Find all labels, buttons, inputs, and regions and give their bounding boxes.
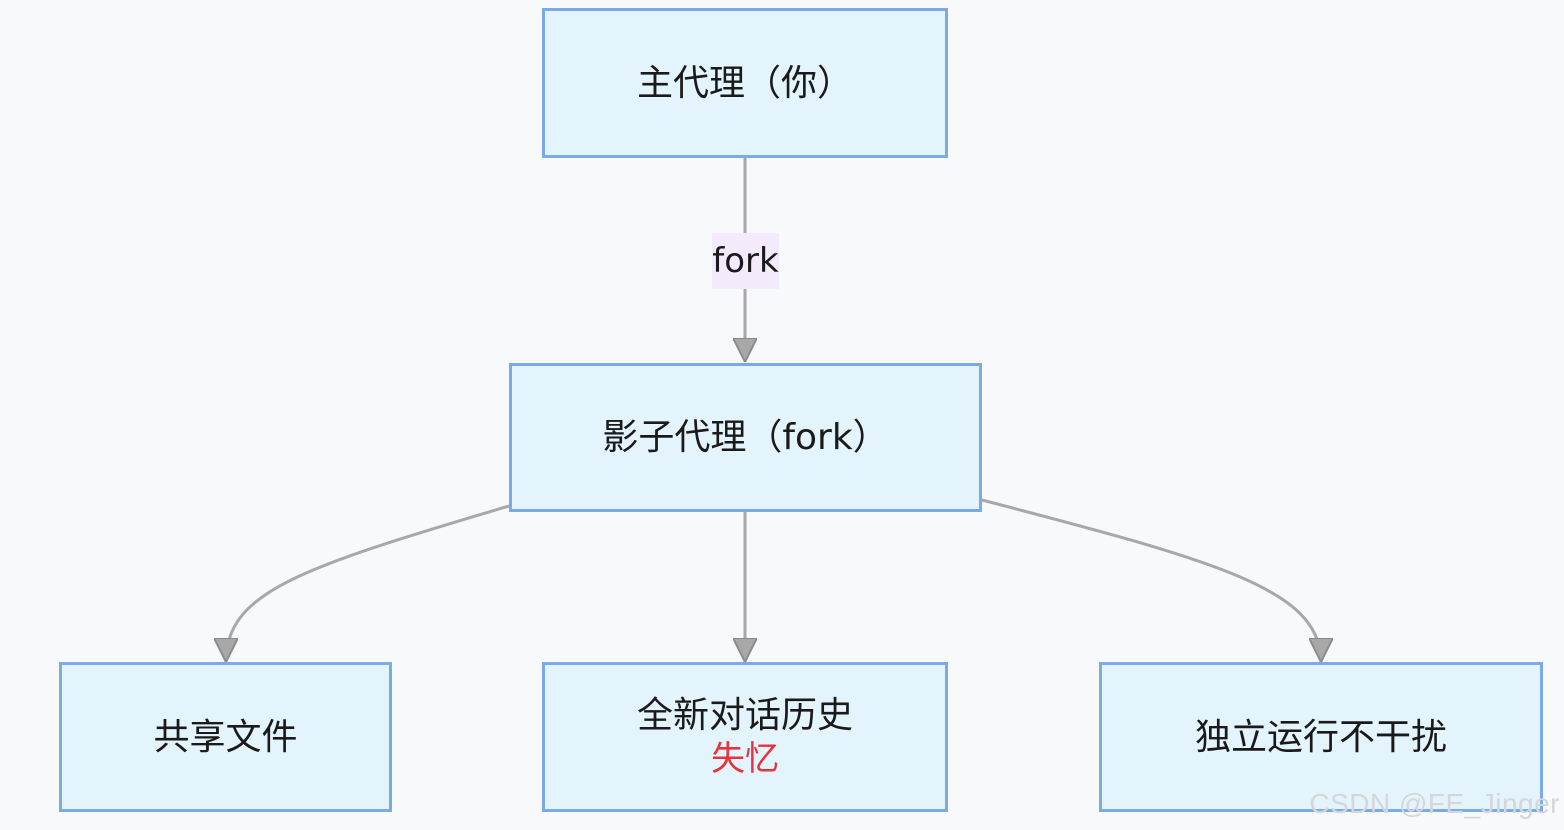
node-main-agent: 主代理（你） (542, 8, 948, 158)
node-new-history-note: 失忆 (711, 739, 779, 780)
node-independent-label: 独立运行不干扰 (1194, 716, 1447, 758)
edge-shadow-to-independent (981, 498, 1321, 662)
node-shared-files: 共享文件 (59, 662, 392, 812)
node-shared-files-label: 共享文件 (153, 716, 298, 758)
node-new-history: 全新对话历史 失忆 (542, 662, 948, 812)
node-main-agent-label: 主代理（你） (636, 62, 853, 104)
node-independent: 独立运行不干扰 (1099, 662, 1543, 812)
node-new-history-label: 全新对话历史 (636, 695, 853, 737)
node-shadow-agent: 影子代理（fork） (509, 363, 982, 512)
watermark: CSDN @FE_Jinger (1309, 788, 1560, 819)
edge-shadow-to-shared-files (226, 504, 510, 662)
edge-label-fork-text: fork (712, 241, 779, 281)
node-shadow-agent-label: 影子代理（fork） (602, 417, 889, 458)
edge-label-fork: fork (712, 233, 779, 289)
